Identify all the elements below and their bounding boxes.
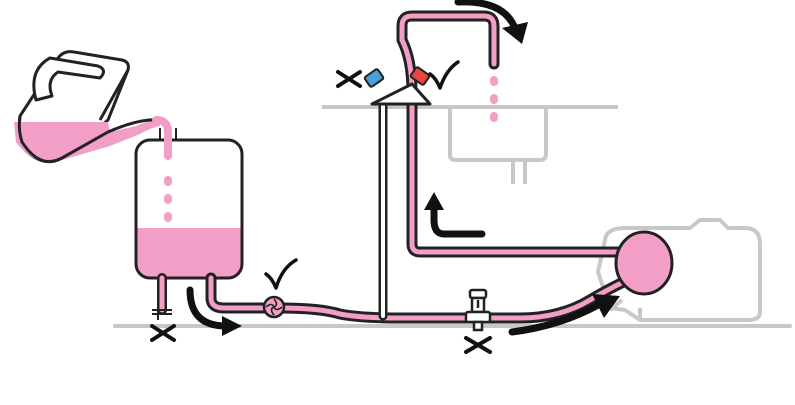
cross-mark-icon bbox=[336, 70, 362, 88]
cold-tap-handle bbox=[363, 68, 385, 88]
check-mark-icon bbox=[428, 60, 460, 90]
flow-arrow-icon bbox=[454, 0, 528, 44]
heat-exchanger-bulb bbox=[614, 230, 674, 296]
sink bbox=[322, 105, 618, 184]
boiler-heat-exchanger bbox=[596, 218, 762, 322]
cross-mark-icon bbox=[464, 336, 492, 354]
mixer-tap bbox=[363, 66, 432, 106]
flow-arrow-icon bbox=[424, 192, 486, 238]
tap-drops bbox=[490, 76, 498, 122]
tank-fluid bbox=[136, 228, 242, 278]
circulation-pump bbox=[262, 295, 286, 319]
hot-tap-handle bbox=[409, 66, 431, 86]
drain-valve bbox=[152, 304, 172, 320]
storage-tank bbox=[134, 138, 244, 280]
pouring-jug bbox=[14, 50, 161, 163]
cross-mark-icon bbox=[150, 324, 176, 342]
pipe-network bbox=[157, 10, 646, 324]
pour-stream bbox=[152, 116, 177, 222]
flow-arrow-icon bbox=[508, 294, 620, 336]
check-valve bbox=[464, 288, 492, 332]
flow-arrow-icon bbox=[186, 286, 242, 336]
check-mark-icon bbox=[264, 258, 298, 290]
